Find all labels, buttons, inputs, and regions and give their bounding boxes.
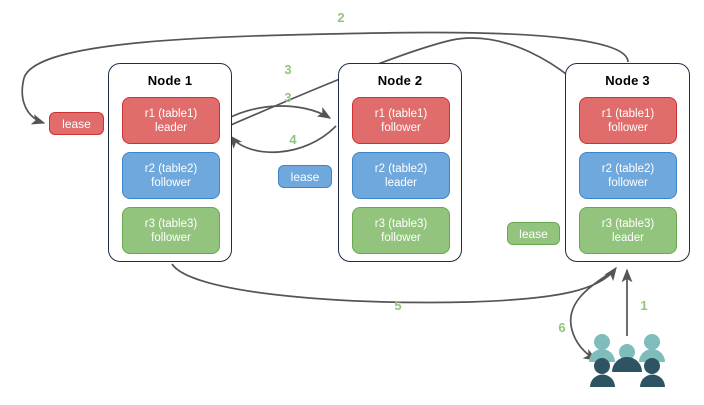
replica-line1: r3 (table3) xyxy=(144,217,198,230)
lease-badge-red[interactable]: lease xyxy=(49,112,104,135)
step-label-3-lower: 3 xyxy=(284,90,292,105)
replica-line1: r3 (table3) xyxy=(374,217,428,230)
node-3-replica-r1-table1[interactable]: r1 (table1) follower xyxy=(579,97,677,144)
node-3-replica-r2-table2[interactable]: r2 (table2) follower xyxy=(579,152,677,199)
node-1-title: Node 1 xyxy=(147,73,193,88)
replica-line2: leader xyxy=(612,231,644,244)
users-icon xyxy=(589,334,665,387)
replica-line1: r3 (table3) xyxy=(601,217,655,230)
replica-line2: follower xyxy=(381,231,421,244)
replica-line2: follower xyxy=(608,176,648,189)
replica-line2: follower xyxy=(381,121,421,134)
node-3-replica-r3-table3[interactable]: r3 (table3) leader xyxy=(579,207,677,254)
replica-line1: r1 (table1) xyxy=(374,107,428,120)
node-2-replica-r2-table2[interactable]: r2 (table2) leader xyxy=(352,152,450,199)
replica-line2: leader xyxy=(385,176,417,189)
step-label-5: 5 xyxy=(394,298,402,313)
edge-5-node1-to-node3 xyxy=(171,263,617,304)
node-3-title: Node 3 xyxy=(605,73,650,88)
step-label-2: 2 xyxy=(337,10,345,25)
replica-line2: follower xyxy=(151,176,191,189)
edge-3-node1-to-node2 xyxy=(221,105,332,123)
replica-line2: follower xyxy=(608,121,648,134)
step-label-1: 1 xyxy=(640,298,648,313)
replica-line1: r1 (table1) xyxy=(144,107,198,120)
node-1-replica-r3-table3[interactable]: r3 (table3) follower xyxy=(122,207,220,254)
replica-line1: r2 (table2) xyxy=(144,162,198,175)
replica-line1: r2 (table2) xyxy=(601,162,655,175)
replica-line1: r1 (table1) xyxy=(601,107,655,120)
node-2-replica-r3-table3[interactable]: r3 (table3) follower xyxy=(352,207,450,254)
edge-4-node2-to-node1 xyxy=(229,125,337,154)
step-label-3-upper: 3 xyxy=(284,62,292,77)
node-2-replica-r1-table1[interactable]: r1 (table1) follower xyxy=(352,97,450,144)
node-2-title: Node 2 xyxy=(377,73,423,88)
node-1-replica-r2-table2[interactable]: r2 (table2) follower xyxy=(122,152,220,199)
replica-line2: leader xyxy=(155,121,187,134)
replica-line1: r2 (table2) xyxy=(374,162,428,175)
step-label-4: 4 xyxy=(289,132,297,147)
lease-badge-green[interactable]: lease xyxy=(507,222,560,245)
node-1-replica-r1-table1[interactable]: r1 (table1) leader xyxy=(122,97,220,144)
node-2-container[interactable]: Node 2 r1 (table1) follower r2 (table2) … xyxy=(338,63,462,262)
node-1-container[interactable]: Node 1 r1 (table1) leader r2 (table2) fo… xyxy=(108,63,232,262)
replica-line2: follower xyxy=(151,231,191,244)
node-3-container[interactable]: Node 3 r1 (table1) follower r2 (table2) … xyxy=(565,63,690,262)
step-label-6: 6 xyxy=(558,320,566,335)
lease-badge-blue[interactable]: lease xyxy=(278,165,332,188)
